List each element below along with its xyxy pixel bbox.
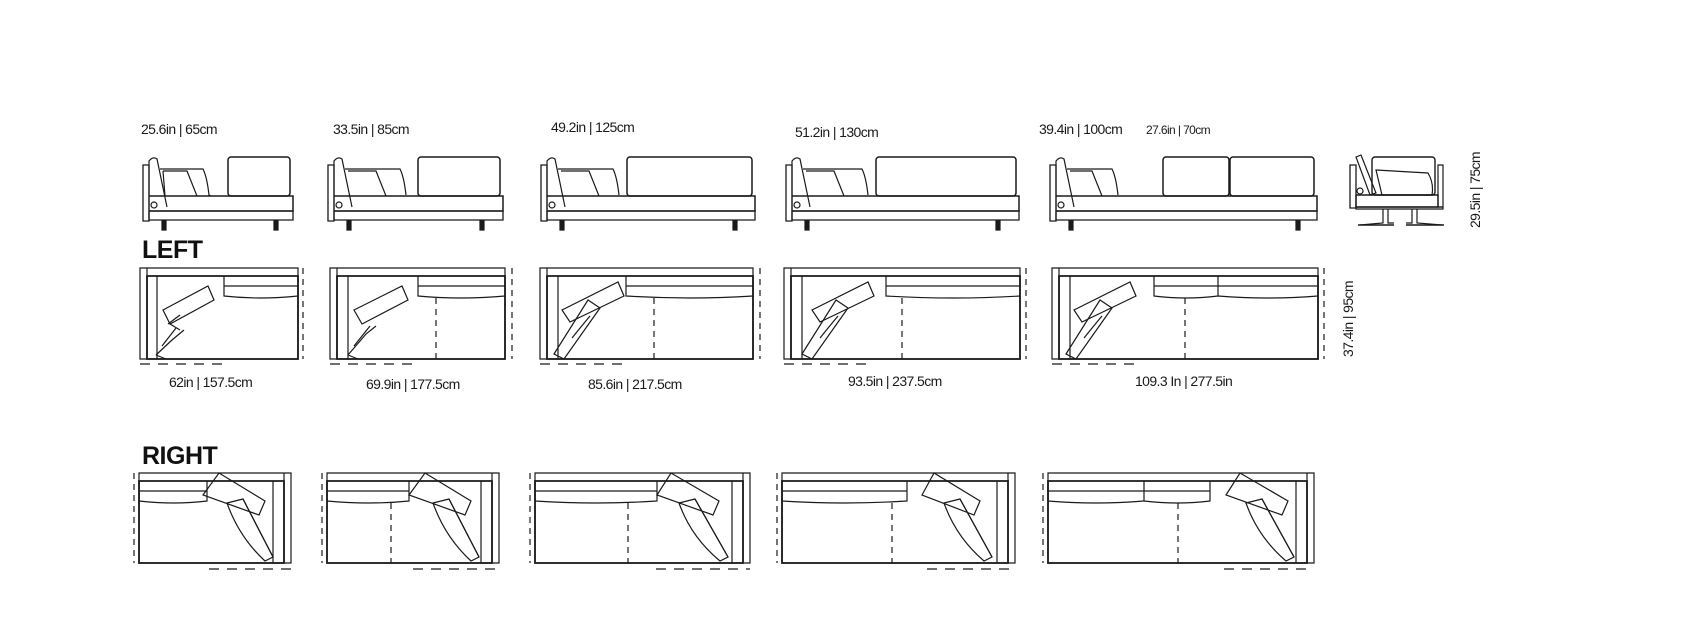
plan-left-sofa-5 xyxy=(1052,268,1324,364)
section-heading-left: LEFT xyxy=(142,236,203,264)
elevation-width-label-1: 25.6in | 65cm xyxy=(141,121,218,137)
depth-label: 37.4in | 95cm xyxy=(1340,281,1356,357)
section-heading-right: RIGHT xyxy=(142,442,218,470)
front-elevation-sofa-3 xyxy=(541,157,755,230)
overall-width-label-1: 62in | 157.5cm xyxy=(169,374,253,390)
plan-right-sofa-5 xyxy=(1043,473,1314,569)
elevation-width-label-3: 49.2in | 125cm xyxy=(551,119,635,135)
plan-left-sofa-4 xyxy=(784,268,1026,364)
front-elevation-sofa-4 xyxy=(786,157,1019,230)
front-elevation-sofa-1 xyxy=(143,157,293,230)
elevation-width-label-6: 27.6in | 70cm xyxy=(1146,123,1211,137)
plan-right-sofa-2 xyxy=(322,473,499,569)
plan-right-sofa-1 xyxy=(134,473,291,569)
overall-width-label-5: 109.3 In | 277.5in xyxy=(1135,373,1233,389)
elevation-width-label-2: 33.5in | 85cm xyxy=(333,121,410,137)
overall-width-label-3: 85.6in | 217.5cm xyxy=(588,376,682,392)
plan-right-sofa-3 xyxy=(530,473,750,569)
height-label: 29.5in | 75cm xyxy=(1467,152,1483,228)
overall-width-label-2: 69.9in | 177.5cm xyxy=(366,376,460,392)
plan-left-sofa-1 xyxy=(140,268,303,364)
front-elevation-sofa-5 xyxy=(1050,157,1317,230)
plan-left-sofa-2 xyxy=(330,268,512,364)
front-elevation-armchair xyxy=(1350,155,1444,225)
elevation-width-label-5: 39.4in | 100cm xyxy=(1039,121,1123,137)
elevation-width-label-4: 51.2in | 130cm xyxy=(795,124,879,140)
plan-right-sofa-4 xyxy=(777,473,1015,569)
front-elevation-sofa-2 xyxy=(328,157,503,230)
plan-left-sofa-3 xyxy=(540,268,760,364)
overall-width-label-4: 93.5in | 237.5cm xyxy=(848,373,942,389)
